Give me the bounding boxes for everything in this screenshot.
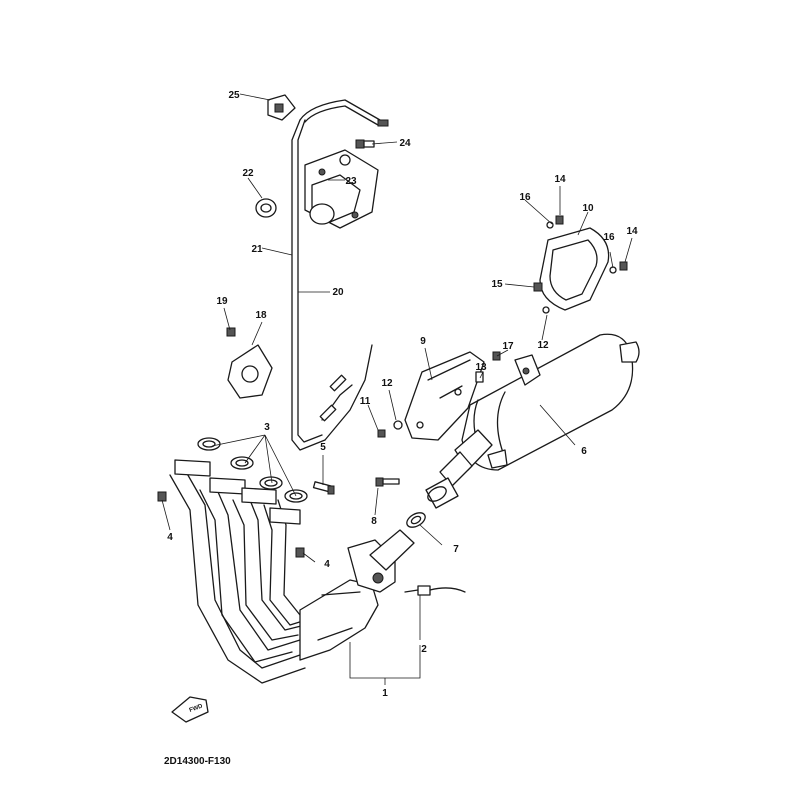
callout-19: 19 bbox=[216, 296, 228, 307]
exhaust-servo-motor bbox=[304, 149, 379, 229]
screw-11 bbox=[377, 429, 386, 438]
callout-15: 15 bbox=[491, 279, 503, 290]
o2-sensor bbox=[404, 585, 466, 596]
callout-13: 13 bbox=[475, 362, 487, 373]
bolt-24 bbox=[355, 139, 375, 149]
svg-text:FWD: FWD bbox=[189, 703, 205, 714]
bolt-5 bbox=[312, 481, 335, 495]
leader-lines bbox=[161, 93, 633, 685]
callout-4-right: 4 bbox=[324, 559, 330, 570]
callout-8: 8 bbox=[371, 516, 377, 527]
callout-12-left: 12 bbox=[381, 378, 393, 389]
callout-3: 3 bbox=[264, 422, 270, 433]
callout-23: 23 bbox=[345, 176, 357, 187]
cable-bracket bbox=[267, 94, 296, 121]
callout-4-left: 4 bbox=[167, 532, 173, 543]
callout-17: 17 bbox=[502, 341, 514, 352]
callout-18: 18 bbox=[255, 310, 267, 321]
callout-2: 2 bbox=[421, 644, 427, 655]
nut-17 bbox=[492, 351, 501, 361]
exhaust-header-pipes bbox=[169, 459, 415, 684]
grommet bbox=[255, 198, 277, 218]
callout-10: 10 bbox=[582, 203, 594, 214]
callout-22: 22 bbox=[242, 168, 254, 179]
callout-16-right: 16 bbox=[603, 232, 615, 243]
collar-13 bbox=[475, 371, 484, 383]
diagram-code: 2D14300-F130 bbox=[164, 756, 231, 767]
callout-20: 20 bbox=[332, 287, 344, 298]
header-gaskets bbox=[197, 437, 308, 503]
washer-12 bbox=[393, 420, 403, 430]
callout-14-top: 14 bbox=[554, 174, 566, 185]
callout-24: 24 bbox=[399, 138, 411, 149]
callout-5: 5 bbox=[320, 442, 326, 453]
callout-14-right: 14 bbox=[626, 226, 638, 237]
exhaust-valve-cables bbox=[291, 99, 389, 451]
callout-9: 9 bbox=[420, 336, 426, 347]
callout-1: 1 bbox=[382, 688, 388, 699]
nut-right bbox=[295, 547, 305, 558]
fwd-arrow: FWD bbox=[171, 696, 209, 723]
nut-left bbox=[157, 491, 167, 502]
callout-12-right: 12 bbox=[537, 340, 549, 351]
callout-7: 7 bbox=[453, 544, 459, 555]
pulley-cover bbox=[226, 327, 273, 399]
callout-16-left: 16 bbox=[519, 192, 531, 203]
muffler-end-cover bbox=[533, 215, 628, 314]
callout-6: 6 bbox=[581, 446, 587, 457]
callout-25: 25 bbox=[228, 90, 240, 101]
callout-21: 21 bbox=[251, 244, 263, 255]
joint-pipe bbox=[406, 477, 459, 528]
bolt-8 bbox=[375, 477, 400, 487]
callout-labels: 1 2 3 4 4 5 6 7 8 9 10 11 12 12 13 14 14… bbox=[167, 90, 638, 699]
callout-11: 11 bbox=[360, 396, 371, 407]
heat-protector bbox=[404, 351, 485, 441]
